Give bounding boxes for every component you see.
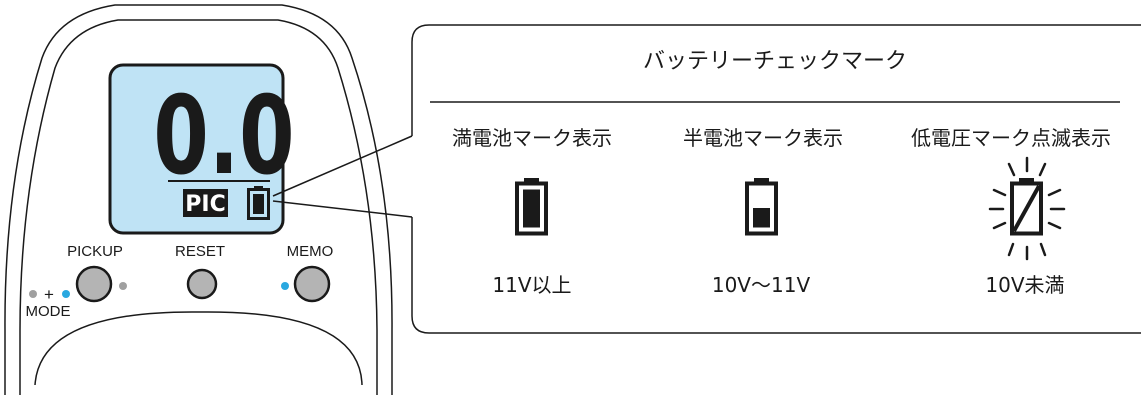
pic-indicator-label: PIC [185, 192, 225, 217]
lcd-reading: 0.0 [153, 73, 294, 199]
memo-button[interactable] [293, 265, 331, 303]
callout-panel [411, 24, 1141, 334]
callout-pointer [272, 135, 413, 218]
low-battery-range: 10V未満 [985, 273, 1064, 297]
blink-rays [988, 156, 1066, 261]
memo-indicator [281, 282, 289, 290]
full-battery-heading: 満電池マーク表示 [452, 126, 612, 150]
device-inner-outline [19, 19, 378, 395]
device-body [4, 4, 393, 395]
pic-indicator-bg [183, 189, 228, 217]
battery-low-blinking-icon [988, 156, 1066, 261]
callout-title: バッテリーチェックマーク [643, 49, 907, 74]
mode-blue-indicator [62, 290, 70, 298]
low-battery-heading: 低電圧マーク点滅表示 [911, 126, 1111, 150]
full-battery-range: 11V以上 [492, 273, 571, 297]
mode-label: MODE [26, 303, 71, 320]
mode-plus-sign: + [44, 285, 54, 304]
memo-button-label: MEMO [287, 243, 334, 260]
reset-button-label: RESET [175, 243, 225, 260]
device-bottom-arch [34, 311, 363, 386]
pickup-button[interactable] [75, 265, 113, 303]
mode-gray-indicator [29, 290, 37, 298]
pickup-button-label: PICKUP [67, 243, 123, 260]
battery-half-icon [745, 178, 778, 236]
half-battery-heading: 半電池マーク表示 [683, 126, 843, 150]
reset-button[interactable] [186, 268, 218, 300]
lcd-screen [108, 63, 285, 235]
device-outer-outline [4, 4, 393, 395]
pickup-right-indicator [119, 282, 127, 290]
battery-full-icon [515, 178, 548, 236]
lcd-battery-icon [247, 186, 270, 220]
half-battery-range: 10V～11V [712, 273, 811, 297]
